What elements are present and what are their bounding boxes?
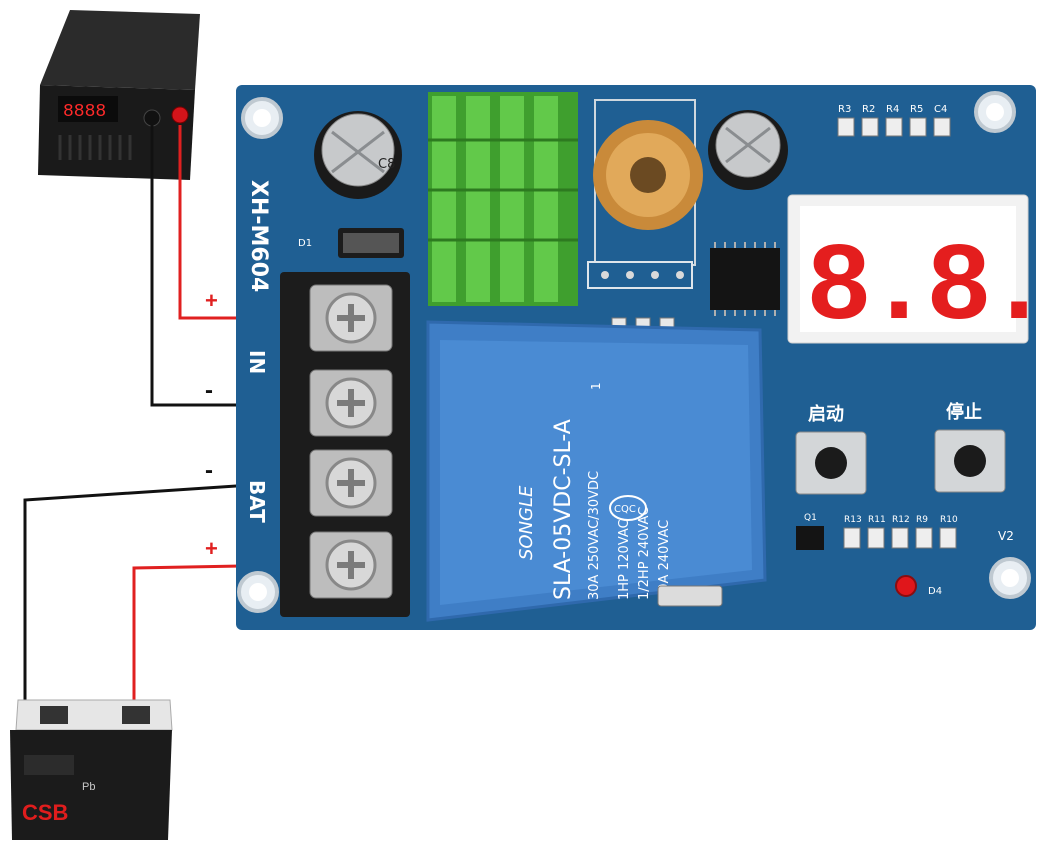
diode-label: D1 [298,238,312,249]
relay: SONGLE SLA-05VDC-SL-A 30A 250VAC/30VDC 1… [426,320,767,622]
terminal-bat-label: BAT [245,480,269,523]
supply-display [58,96,118,122]
resistor-label: R5 [910,104,923,115]
supply-display-text: 8888 [63,102,106,122]
battery: Pb CSB [10,699,173,840]
battery-pb-label: Pb [82,781,95,793]
relay-cert-mark [609,495,647,521]
wire-bat-plus-label: + [205,536,218,561]
relay-brand: SONGLE [516,485,537,560]
wire-in-minus-label: - [205,377,213,404]
resistor-label: R11 [868,515,886,525]
mounting-holes [237,91,1031,613]
resistor-label: R2 [862,104,875,115]
terminal-screw-bat-plus [309,531,393,599]
smd-component [657,585,723,607]
v2-label: V2 [998,529,1014,543]
supply-red-post [171,106,189,124]
terminal-screw-in-plus [309,284,393,352]
wire-bat-minus [23,480,297,700]
q1-label: Q1 [804,513,817,523]
inductor-coil [587,99,703,289]
heatsink [428,92,578,306]
supply-vents [58,135,132,160]
resistor-label: R4 [886,104,899,115]
led-d4 [895,575,917,597]
pcb-board: XH-M604 C8 D1 [236,85,1044,630]
battery-brand-label: CSB [22,800,68,825]
resistor-label: R9 [916,515,928,525]
resistor-row-top: R3 R2 R4 R5 C4 [837,104,951,137]
resistor-label: R10 [940,515,958,525]
resistor-row-bottom: R13 R11 R12 R9 R10 [843,515,958,549]
display-digits: 8.8.8. [806,227,1044,352]
wire-bat-minus-label: - [205,457,213,484]
relay-rating-1: 30A 250VAC/30VDC [587,471,602,600]
supply-black-post [143,109,161,127]
relay-cert-label: CQC [614,504,636,515]
relay-rating-3: 1/2HP 240VAC [637,507,652,600]
start-button[interactable] [795,431,867,495]
relay-model: SLA-05VDC-SL-A [551,419,576,600]
resistor-label: R13 [844,515,862,525]
stop-label: 停止 [946,401,982,422]
relay-pin: 1 [589,382,603,390]
board-model-label: XH-M604 [246,180,271,292]
terminal-in-label: IN [245,350,269,374]
capacitor-small-right [708,110,788,190]
ic-chip [710,248,780,310]
resistor-label: R12 [892,515,910,525]
led-label: D4 [928,586,942,597]
capacitor-large-left: C8 [314,111,402,199]
resistor-label: C4 [934,104,947,115]
resistor-label: R3 [838,104,851,115]
wire-in-plus-label: + [205,288,218,313]
terminal-block [280,272,410,617]
terminal-screw-in-minus [309,369,393,437]
terminal-screw-bat-minus [309,449,393,517]
start-label: 启动 [808,403,844,424]
relay-rating-2: 1HP 120VAC [617,519,632,600]
cap-label: C8 [378,157,395,172]
relay-rating-4: 30A 240VAC [657,520,672,600]
transistor-q1 [796,526,824,550]
seven-segment-display: 8.8.8. [787,194,1044,352]
power-supply: 8888 [38,10,200,180]
stop-button[interactable] [934,429,1006,493]
